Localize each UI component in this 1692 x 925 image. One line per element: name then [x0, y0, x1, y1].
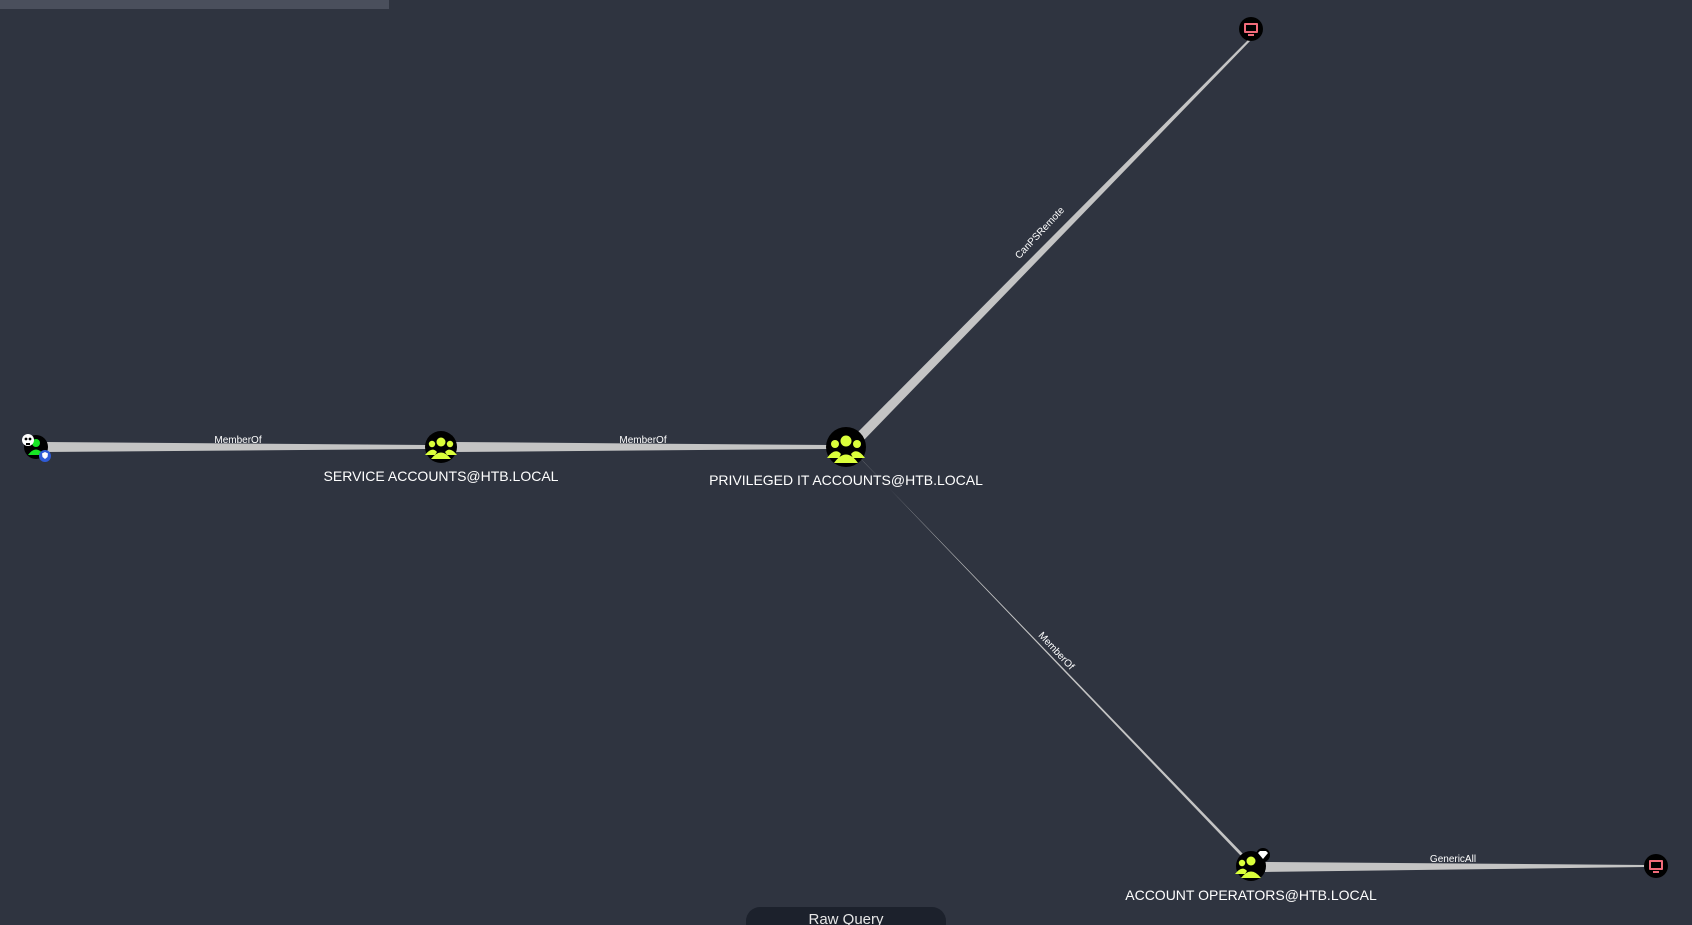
node-user[interactable]	[22, 434, 51, 462]
node-service-accounts[interactable]: SERVICE ACCOUNTS@HTB.LOCAL	[324, 431, 559, 484]
edge-label: MemberOf	[1036, 630, 1076, 672]
edge-label: MemberOf	[619, 435, 666, 446]
node-account-operators[interactable]: ACCOUNT OPERATORS@HTB.LOCAL	[1125, 848, 1377, 903]
edge-account-operators-computer-right[interactable]: GenericAll	[1265, 854, 1645, 872]
node-computer-top[interactable]	[1239, 17, 1263, 41]
node-label: PRIVILEGED IT ACCOUNTS@HTB.LOCAL	[709, 472, 983, 488]
edge-label: MemberOf	[214, 435, 261, 446]
computer-icon	[1244, 23, 1258, 36]
group-icon	[425, 437, 457, 459]
edge-shape	[1265, 862, 1645, 872]
edge-shape	[455, 442, 828, 452]
edge-privileged-computer-top[interactable]: CanPSRemote	[852, 38, 1251, 442]
edge-user-service[interactable]: MemberOf	[45, 435, 426, 452]
edge-shape	[45, 442, 426, 452]
computer-icon	[1649, 860, 1663, 873]
node-computer-right[interactable]	[1644, 854, 1668, 878]
diamond-high-value-icon	[1256, 848, 1270, 862]
node-label: SERVICE ACCOUNTS@HTB.LOCAL	[324, 468, 559, 484]
shield-badge-icon	[39, 450, 51, 462]
edge-service-privileged[interactable]: MemberOf	[455, 435, 828, 452]
edge-privileged-account-operators[interactable]: MemberOf	[857, 455, 1243, 856]
raw-query-button[interactable]: Raw Query	[746, 907, 946, 925]
edge-shape	[852, 38, 1251, 442]
edge-shape	[857, 455, 1243, 856]
search-panel[interactable]	[0, 0, 389, 9]
node-label: ACCOUNT OPERATORS@HTB.LOCAL	[1125, 887, 1377, 903]
skull-owned-icon	[22, 434, 34, 446]
group-icon	[827, 435, 865, 463]
group-icon	[1235, 856, 1261, 878]
node-privileged-it-accounts[interactable]: PRIVILEGED IT ACCOUNTS@HTB.LOCAL	[709, 427, 983, 488]
edge-label: GenericAll	[1430, 854, 1476, 865]
